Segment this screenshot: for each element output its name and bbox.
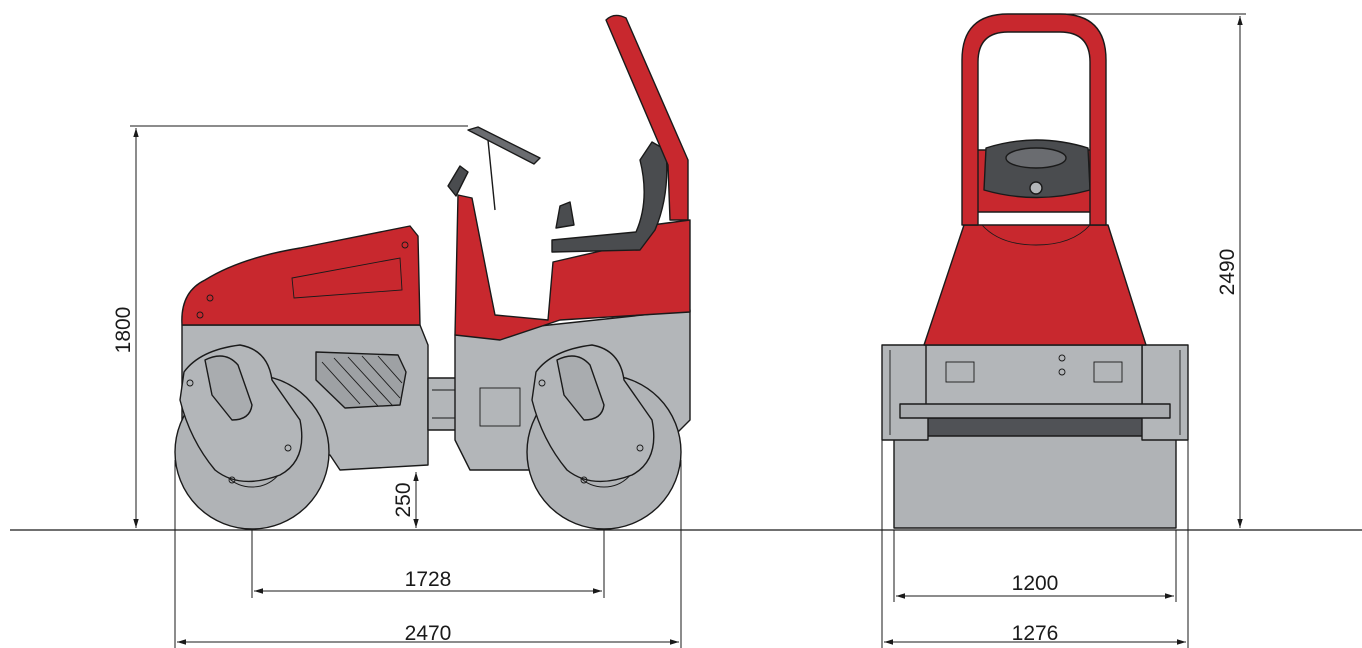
steering-wheel bbox=[467, 126, 541, 165]
side-view-dimensions: 1800 250 1728 2470 bbox=[112, 125, 682, 648]
front-frame-plate bbox=[925, 344, 1143, 408]
width-1276-label: 1276 bbox=[1012, 622, 1059, 645]
front-view-dimensions: 2490 1200 1276 bbox=[881, 13, 1246, 648]
front-body bbox=[923, 224, 1147, 346]
hatched-panel bbox=[315, 351, 407, 409]
side-view-roller bbox=[174, 14, 691, 530]
articulation-joint bbox=[427, 377, 459, 431]
front-drum bbox=[526, 344, 682, 530]
engine-hood bbox=[181, 225, 421, 326]
front-rollover-bar bbox=[961, 13, 1107, 226]
right-bumper bbox=[1141, 344, 1189, 441]
ground-clearance-250-label: 250 bbox=[392, 482, 415, 517]
seat bbox=[551, 141, 668, 253]
drum-width-1200-label: 1200 bbox=[1012, 572, 1059, 595]
front-view-roller bbox=[881, 13, 1189, 529]
length-2470-label: 2470 bbox=[405, 622, 452, 645]
left-bumper bbox=[881, 344, 929, 441]
front-drum-face bbox=[893, 431, 1177, 529]
rollover-bar bbox=[605, 14, 689, 221]
rear-drum bbox=[174, 344, 330, 530]
wheelbase-1728-label: 1728 bbox=[405, 568, 452, 591]
height-2490-label: 2490 bbox=[1216, 249, 1239, 296]
operator-platform bbox=[454, 194, 691, 341]
height-1800-label: 1800 bbox=[112, 307, 135, 354]
